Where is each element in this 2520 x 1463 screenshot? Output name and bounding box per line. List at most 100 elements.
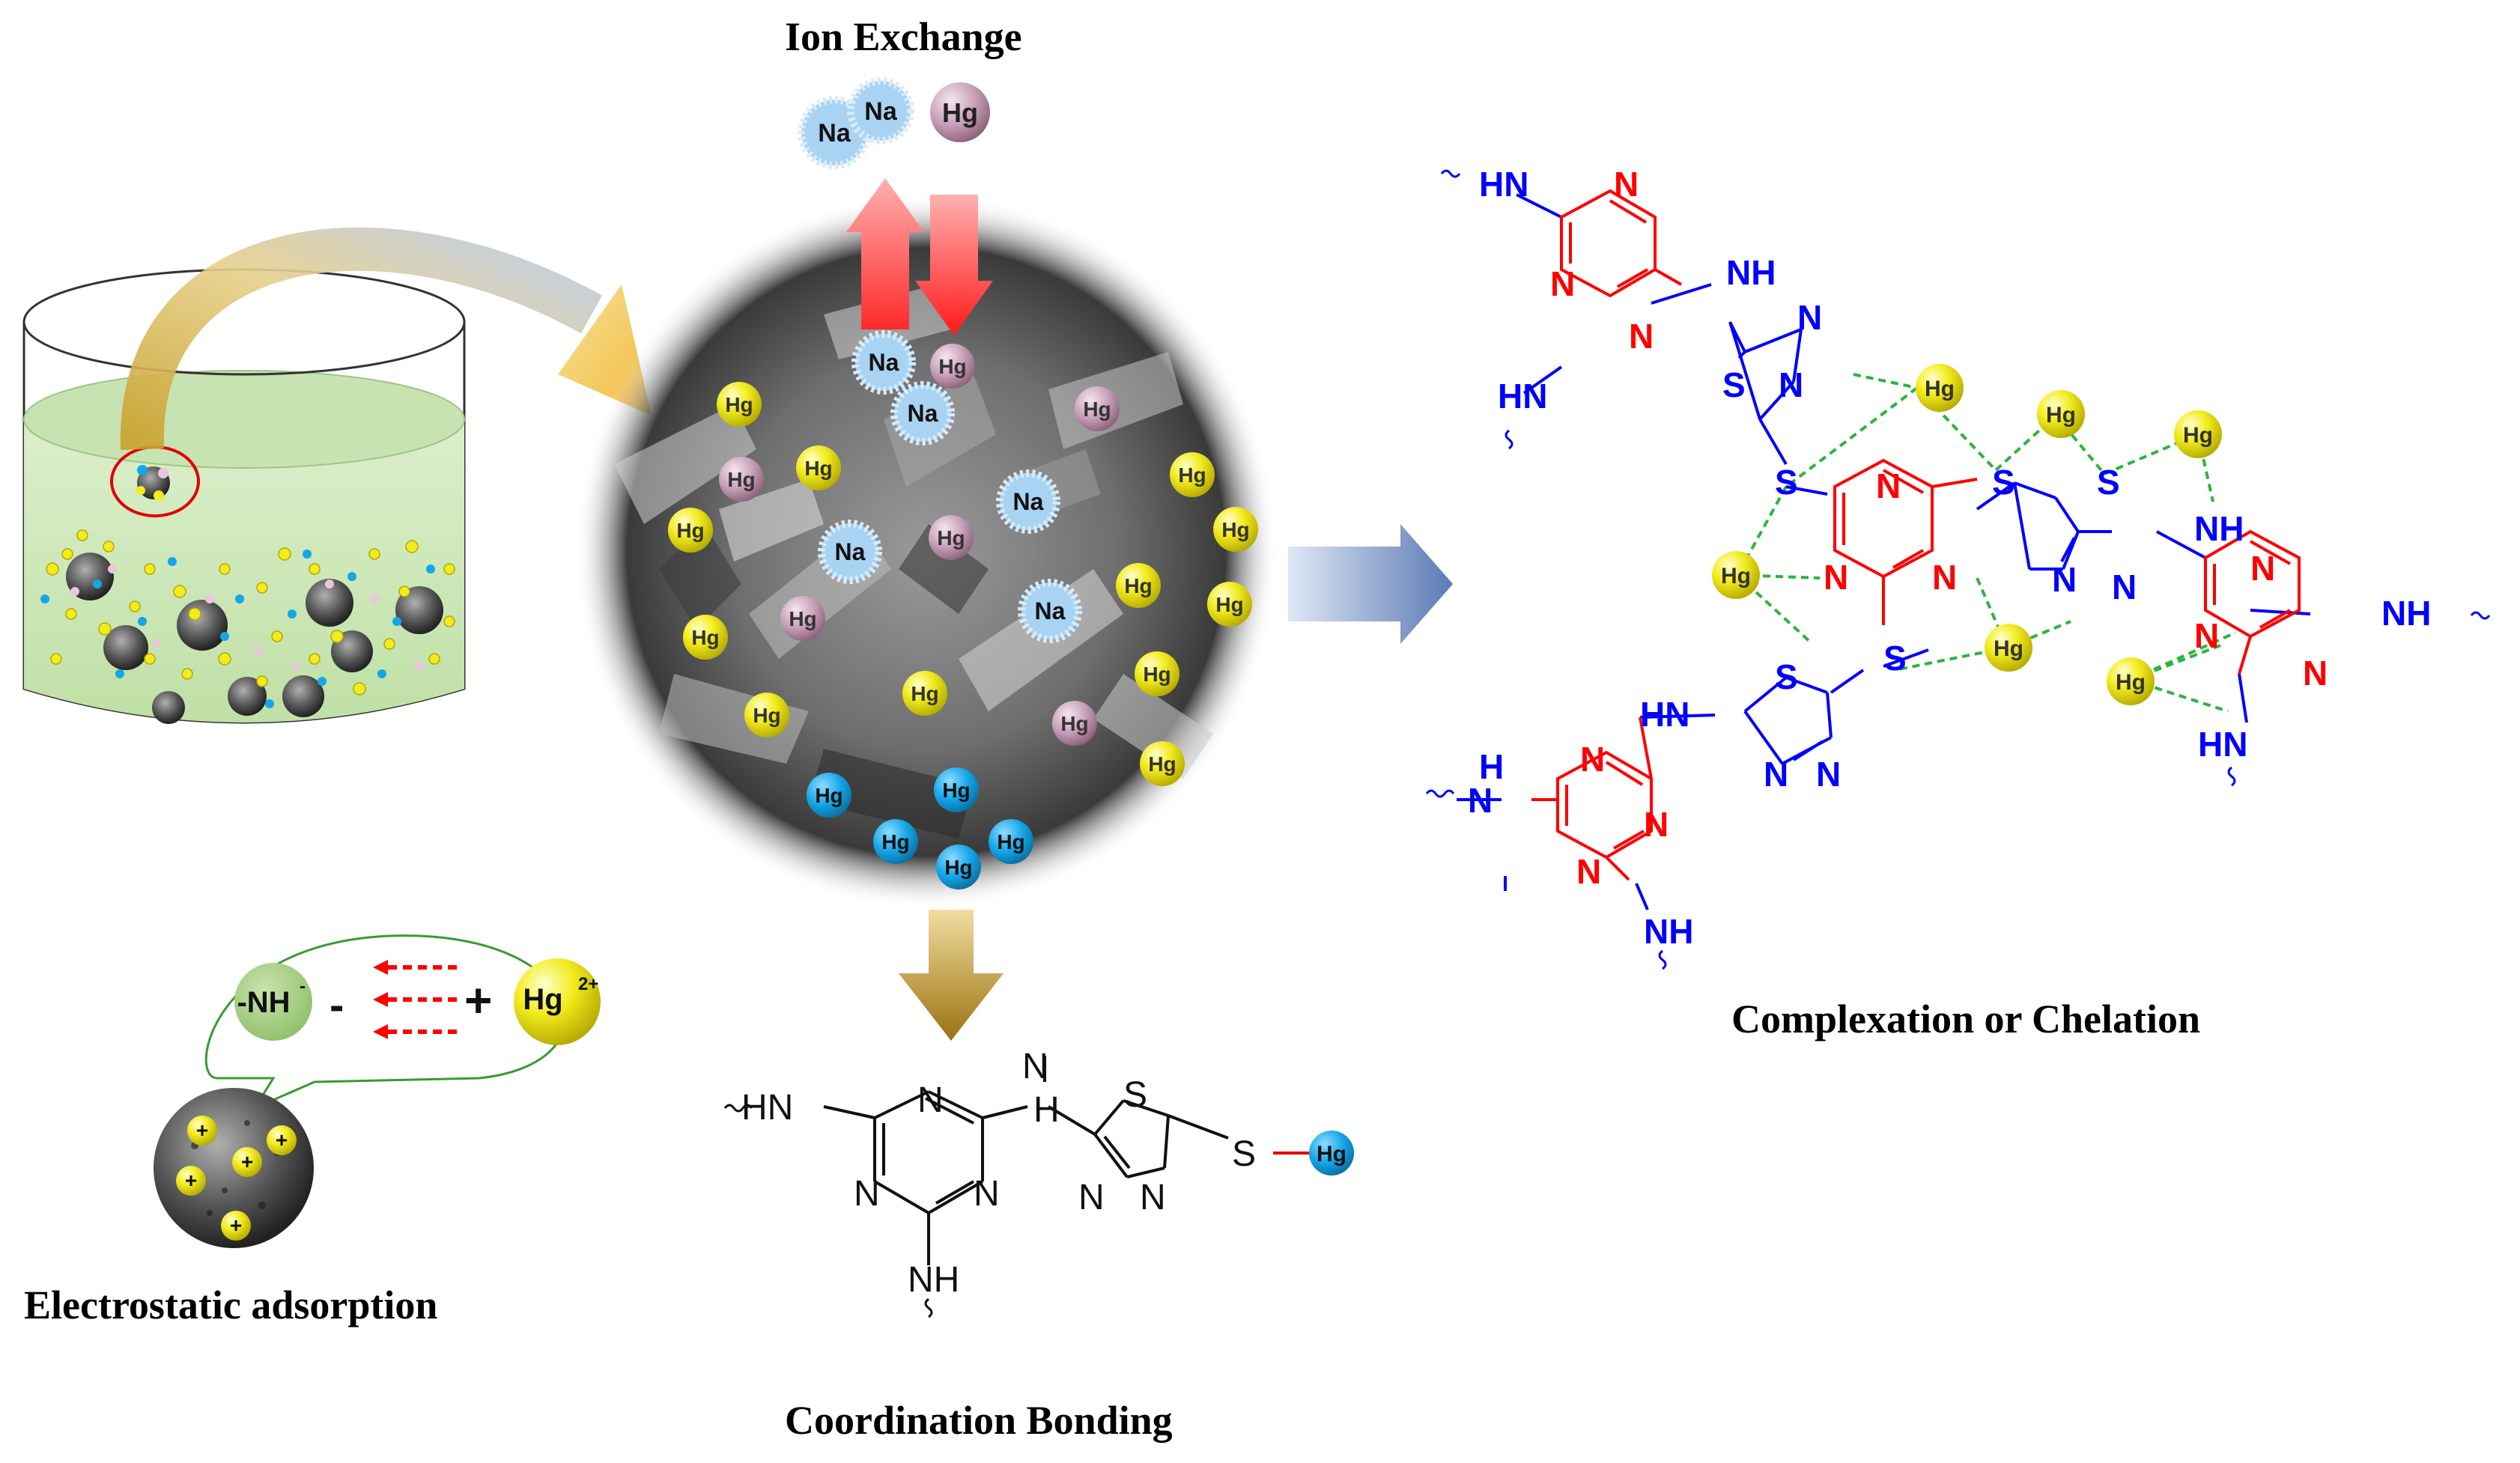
wavy-hn: HN — [741, 1088, 793, 1128]
svg-text:Hg: Hg — [1994, 636, 2023, 661]
hg-pink-ion: Hg — [780, 596, 825, 641]
hg-yellow-ion: Hg — [1170, 452, 1215, 497]
coordination-structure — [823, 1056, 1311, 1265]
svg-text:Hg: Hg — [727, 468, 755, 491]
svg-text:NH: NH — [2381, 594, 2431, 633]
svg-text:Hg: Hg — [942, 779, 970, 802]
svg-text:+: + — [241, 1150, 253, 1173]
svg-text:N: N — [1550, 264, 1575, 303]
attraction-arrows — [382, 965, 457, 1034]
pink-ions — [70, 565, 424, 671]
right-arrow — [1288, 524, 1453, 644]
svg-text:N: N — [1816, 755, 1841, 794]
svg-text:Hg: Hg — [1143, 663, 1171, 686]
chelated-hg-ions: Hg Hg Hg Hg Hg Hg — [1712, 364, 2222, 705]
hg-yellow-ion: Hg — [2107, 657, 2155, 705]
na-ion: Na — [851, 330, 916, 395]
hg2plus-ion — [514, 958, 601, 1045]
blue-atom-labels: HN NH N S N HN S S S NH N N S HN S N N H… — [1468, 165, 2431, 951]
svg-text:Hg: Hg — [1215, 593, 1243, 616]
hg-yellow-ion: Hg — [1916, 364, 1964, 412]
svg-text:S: S — [1992, 463, 2015, 502]
hg-pink-ion: Hg — [930, 344, 975, 389]
wavy-bond — [924, 1298, 933, 1318]
hg-blue-ion: Hg — [873, 819, 918, 864]
suspended-particles — [66, 553, 443, 724]
blue-ions — [40, 550, 435, 708]
svg-text:Hg: Hg — [804, 457, 832, 480]
svg-text:Na: Na — [908, 400, 938, 427]
svg-text:HN: HN — [1640, 695, 1689, 734]
hg-yellow-ion: Hg — [1213, 507, 1258, 552]
hg2plus-charge: 2+ — [578, 974, 598, 994]
hg-yellow-ion: Hg — [683, 615, 728, 660]
attraction-arrowheads — [373, 960, 388, 1039]
svg-text:+: + — [230, 1214, 242, 1237]
beaker — [22, 268, 466, 724]
svg-text:N: N — [2250, 549, 2275, 588]
svg-text:Hg: Hg — [942, 97, 978, 128]
svg-text:N: N — [917, 1080, 944, 1120]
nh-group-circle — [234, 963, 312, 1041]
hg-yellow-ion: Hg — [2037, 390, 2085, 438]
svg-text:H: H — [1479, 747, 1504, 786]
svg-text:Hg: Hg — [753, 704, 780, 727]
svg-text:Hg: Hg — [1721, 564, 1751, 588]
ion-exchange-arrows — [846, 178, 993, 335]
na-ion: Na — [890, 381, 955, 445]
svg-text:N: N — [1764, 755, 1788, 794]
svg-text:Hg: Hg — [1124, 574, 1152, 597]
uptake-arrow-down — [915, 195, 993, 335]
exchanged-ions: Na Na Hg — [798, 77, 990, 169]
coordination-dashes — [1736, 373, 2236, 713]
svg-text:Hg: Hg — [1925, 377, 1955, 401]
svg-text:NH: NH — [908, 1260, 959, 1300]
svg-text:NH: NH — [1644, 912, 1693, 951]
svg-text:S: S — [2097, 463, 2120, 502]
svg-text:S: S — [1775, 657, 1798, 696]
na-ion: Na — [847, 77, 914, 145]
svg-text:N: N — [1576, 852, 1601, 891]
hg-yellow-ion: Hg — [717, 382, 762, 427]
svg-text:HN: HN — [1498, 377, 1547, 416]
hg-pink-ion: Hg — [1052, 701, 1097, 746]
hg-pink-ion: Hg — [929, 515, 974, 560]
nh-charge: - — [300, 976, 306, 997]
svg-text:NH: NH — [1726, 253, 1776, 292]
electrostatic-caption: Electrostatic adsorption — [24, 1283, 438, 1327]
hg-yellow-ion: Hg — [1116, 563, 1161, 608]
svg-text:Na: Na — [818, 119, 851, 147]
hg-yellow-ion: Hg — [1207, 582, 1252, 627]
hg-pink-ion: Hg — [1075, 386, 1120, 431]
svg-text:N: N — [1629, 317, 1654, 356]
sem-ions: Hg Hg Hg Hg Hg Hg Hg Hg Hg Hg Hg Hg Hg H… — [668, 330, 1258, 889]
svg-text:Hg: Hg — [1060, 712, 1088, 735]
svg-text:N: N — [1140, 1178, 1166, 1217]
svg-text:Hg: Hg — [676, 519, 704, 542]
hg-yellow-ion: Hg — [744, 693, 789, 737]
svg-text:Hg: Hg — [944, 856, 972, 879]
complexation-caption: Complexation or Chelation — [1731, 997, 2201, 1041]
na-ion: Na — [996, 469, 1060, 534]
coordination-labels: HN N N N N H S N N S NH — [741, 1047, 1256, 1300]
svg-text:S: S — [1883, 639, 1907, 678]
hg-yellow-ion: Hg — [1712, 551, 1760, 599]
svg-text:N: N — [1797, 298, 1822, 337]
svg-text:Hg: Hg — [997, 830, 1024, 854]
hg-pink-ion: Hg — [719, 457, 764, 502]
positive-charges: + + + + + — [176, 1116, 297, 1241]
svg-text:Hg: Hg — [789, 607, 816, 630]
svg-text:S: S — [1232, 1134, 1256, 1174]
svg-text:HN: HN — [1479, 165, 1528, 204]
svg-text:N: N — [1824, 558, 1848, 597]
red-n-labels: N N N N N N N N N N N N — [1550, 165, 2328, 891]
hg-yellow-ion: Hg — [902, 671, 947, 716]
hg-blue-ion: Hg — [807, 773, 851, 818]
wavy-bond — [723, 1104, 753, 1113]
svg-text:Hg: Hg — [911, 682, 938, 705]
svg-text:Na: Na — [869, 349, 899, 376]
hg-yellow-ion: Hg — [796, 445, 841, 490]
hg-yellow-ion: Hg — [1985, 624, 2032, 672]
